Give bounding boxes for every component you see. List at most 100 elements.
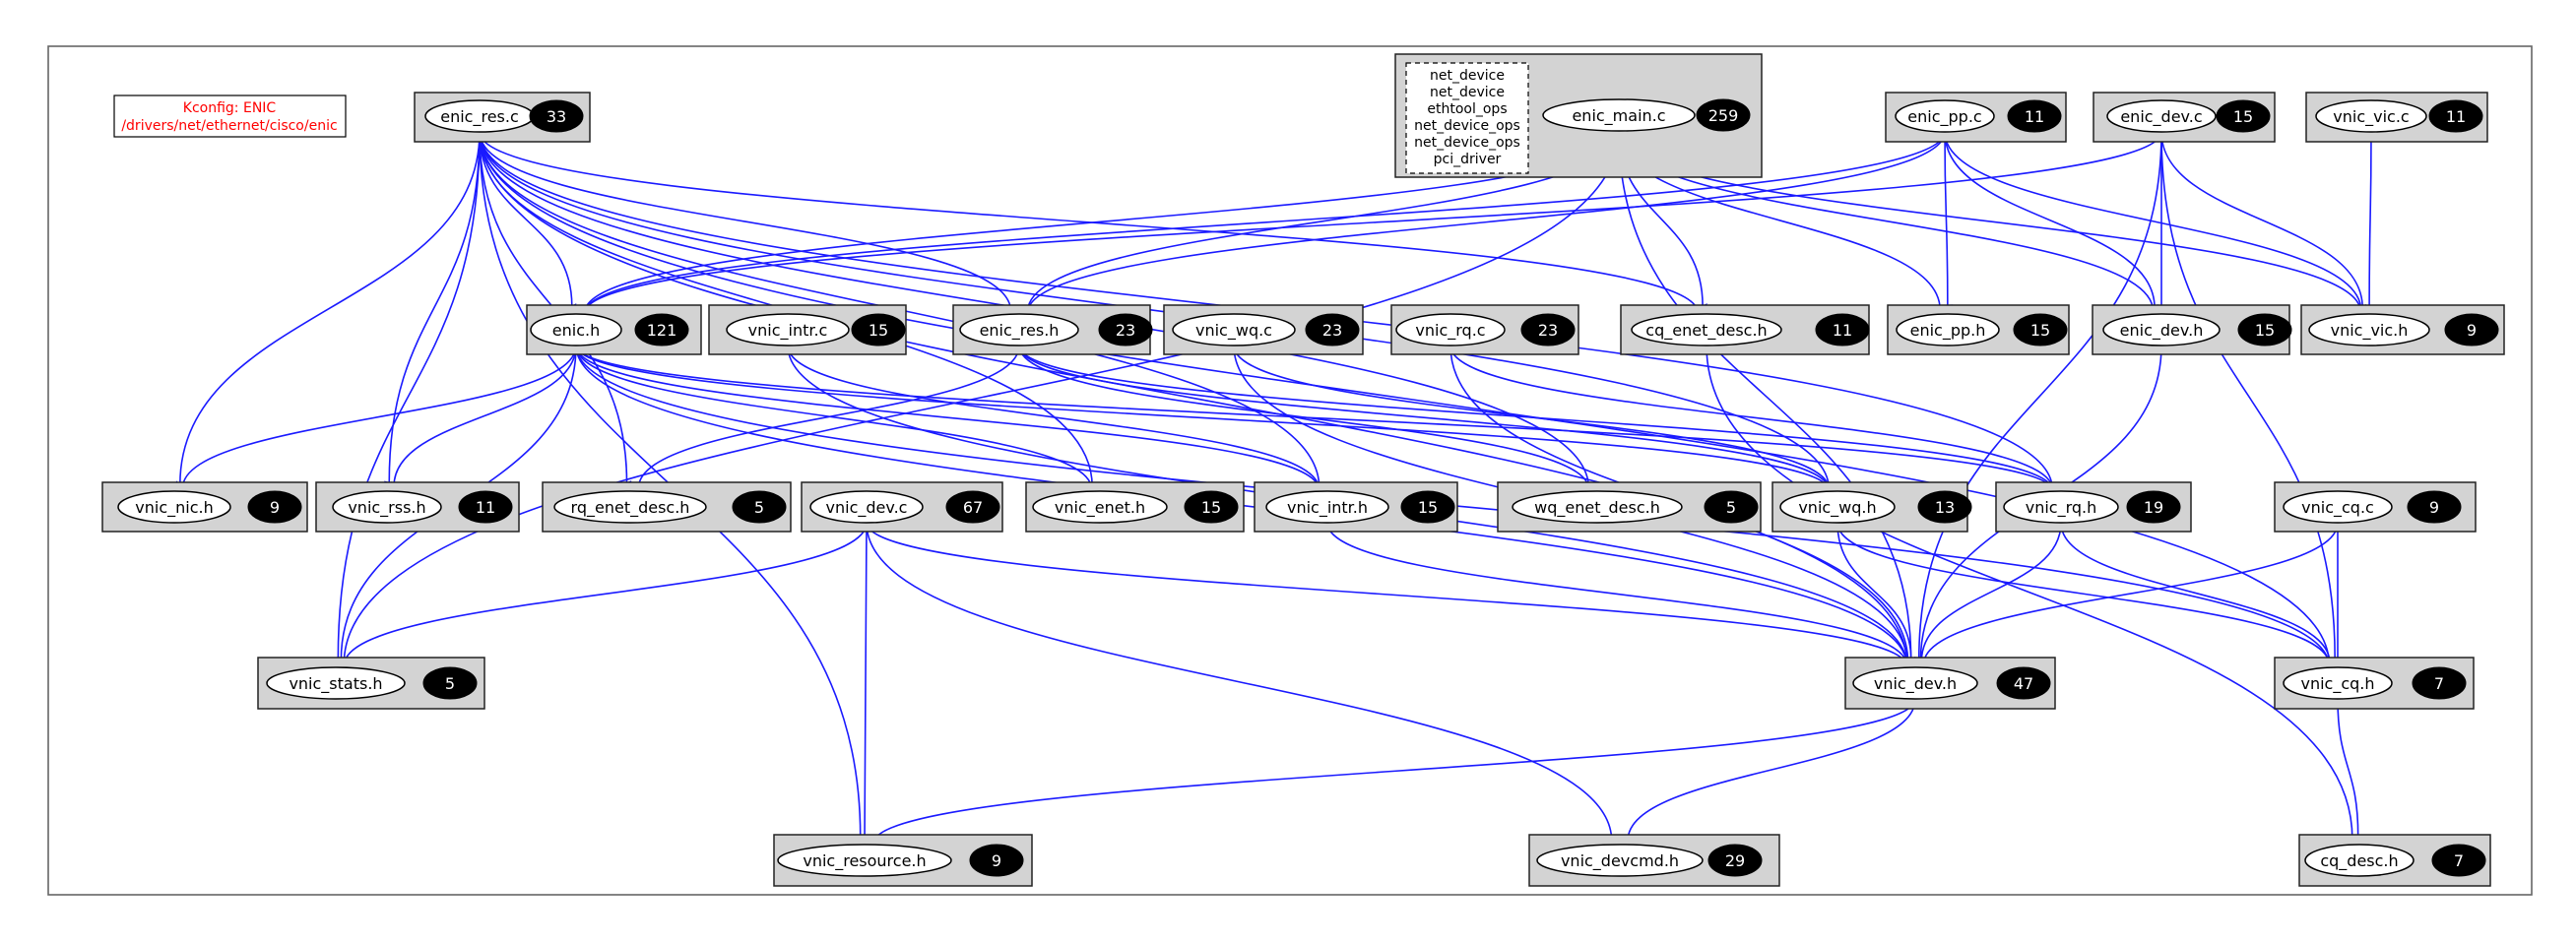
node-enic-pp-c-count-badge [2007,99,2062,133]
node-vnic-intr-h-count: 15 [1418,498,1438,517]
node-vnic-vic-c-count-badge [2428,99,2483,133]
node-vnic-nic-h-count: 9 [270,498,280,517]
node-enic-res-c-label: enic_res.c [440,107,519,127]
node-enic-dev-h-count-badge [2237,313,2292,346]
node-enic-dev-h-count: 15 [2255,321,2275,340]
node-vnic-vic-h-ellipse [2308,313,2430,346]
node-vnic-vic-c-count: 11 [2446,107,2466,126]
node-enic-pp-h-count: 15 [2030,321,2050,340]
node-enic-pp-c-count: 11 [2025,107,2044,126]
enic-main-note-4: net_device_ops [1414,135,1520,151]
node-cq-enet-desc-h-label: cq_enet_desc.h [1645,321,1767,341]
node-enic-pp-c-ellipse [1895,99,1995,133]
node-vnic-nic-h-ellipse [117,490,231,524]
node-enic-pp-h-label: enic_pp.h [1910,321,1986,341]
node-vnic-wq-c-ellipse [1172,313,1296,346]
enic-main-note-3: net_device_ops [1414,118,1520,134]
edge-enic-h-to-vnic-intr-h [575,345,1329,495]
node-enic-pp-h-count-badge [2013,313,2068,346]
node-wq-enet-desc-h-label: wq_enet_desc.h [1534,498,1660,518]
node-vnic-rq-c[interactable]: vnic_rq.c 23 [1390,304,1579,355]
node-vnic-enet-h[interactable]: vnic_enet.h 15 [1025,481,1245,533]
edge-vnic-dev-c-to-vnic-devcmd-h [866,522,1622,847]
enic-main-note-2: ethtool_ops [1427,101,1507,117]
node-enic-dev-c-count-badge [2216,99,2271,133]
edge-enic-h-to-vnic-nic-h [172,345,577,493]
node-vnic-rq-c-label: vnic_rq.c [1415,321,1485,341]
node-vnic-enet-h-count: 15 [1201,498,1221,517]
node-vnic-dev-c-count-badge [945,490,1000,524]
edge-vnic-cq-h-to-cq-desc-h [2337,698,2363,847]
node-wq-enet-desc-h[interactable]: wq_enet_desc.h 5 [1497,481,1762,533]
node-vnic-stats-h-label: vnic_stats.h [289,674,382,694]
node-cq-enet-desc-h-ellipse [1631,313,1782,346]
node-enic-res-h-label: enic_res.h [980,321,1060,341]
edge-vnic-cq-c-to-vnic-dev-h [1913,522,2339,669]
kconfig-title: Kconfig: ENIC [183,100,277,116]
node-enic-main-c-count-badge [1696,98,1751,132]
node-vnic-cq-c-count-badge [2407,490,2462,524]
node-enic-h-count: 121 [647,321,677,340]
node-wq-enet-desc-h-count: 5 [1726,498,1736,517]
node-vnic-dev-c-count: 67 [963,498,983,517]
kconfig-label: Kconfig: ENIC /drivers/net/ethernet/cisc… [113,94,347,138]
node-vnic-wq-c-count-badge [1305,313,1360,346]
edge-vnic-dev-h-to-vnic-devcmd-h [1618,698,1916,846]
node-vnic-devcmd-h-count-badge [1707,844,1763,877]
node-vnic-resource-h-ellipse [777,844,952,877]
node-enic-dev-h[interactable]: enic_dev.h 15 [2092,304,2292,355]
node-vnic-dev-h-count: 47 [2014,674,2033,693]
node-vnic-wq-h-ellipse [1779,490,1896,524]
node-enic-dev-h-ellipse [2102,313,2221,346]
node-enic-dev-h-label: enic_dev.h [2120,321,2204,341]
node-vnic-devcmd-h-label: vnic_devcmd.h [1561,851,1679,871]
node-vnic-vic-c-ellipse [2315,99,2427,133]
node-vnic-enet-h-label: vnic_enet.h [1055,498,1145,518]
node-cq-desc-h-count: 7 [2454,851,2464,870]
node-vnic-rq-c-count: 23 [1538,321,1558,340]
node-vnic-stats-h[interactable]: vnic_stats.h 5 [257,657,485,710]
edge-enic-res-c-to-vnic-rss-h [384,131,481,493]
node-vnic-cq-h-label: vnic_cq.h [2300,674,2374,694]
node-vnic-stats-h-count: 5 [445,674,455,693]
node-rq-enet-desc-h-label: rq_enet_desc.h [571,498,690,518]
edge-enic-res-c-to-enic-res-h [479,131,1021,316]
edge-enic-dev-c-to-vnic-cq-h [2160,131,2341,669]
node-enic-h-label: enic.h [552,321,600,340]
node-vnic-cq-h-ellipse [2283,666,2393,700]
node-enic-res-h[interactable]: enic_res.h 23 [952,304,1153,355]
node-enic-res-c-count-badge [529,99,584,133]
node-vnic-rss-h-count-badge [458,490,513,524]
node-vnic-intr-h-count-badge [1400,490,1455,524]
node-enic-h-count-badge [634,313,689,346]
node-vnic-rq-h-count-badge [2126,490,2181,524]
node-enic-res-h-count: 23 [1116,321,1135,340]
node-enic-h[interactable]: enic.h 121 [526,304,702,355]
node-enic-res-h-ellipse [959,313,1079,346]
node-wq-enet-desc-h-count-badge [1704,490,1759,524]
node-enic-pp-h[interactable]: enic_pp.h 15 [1887,304,2070,355]
